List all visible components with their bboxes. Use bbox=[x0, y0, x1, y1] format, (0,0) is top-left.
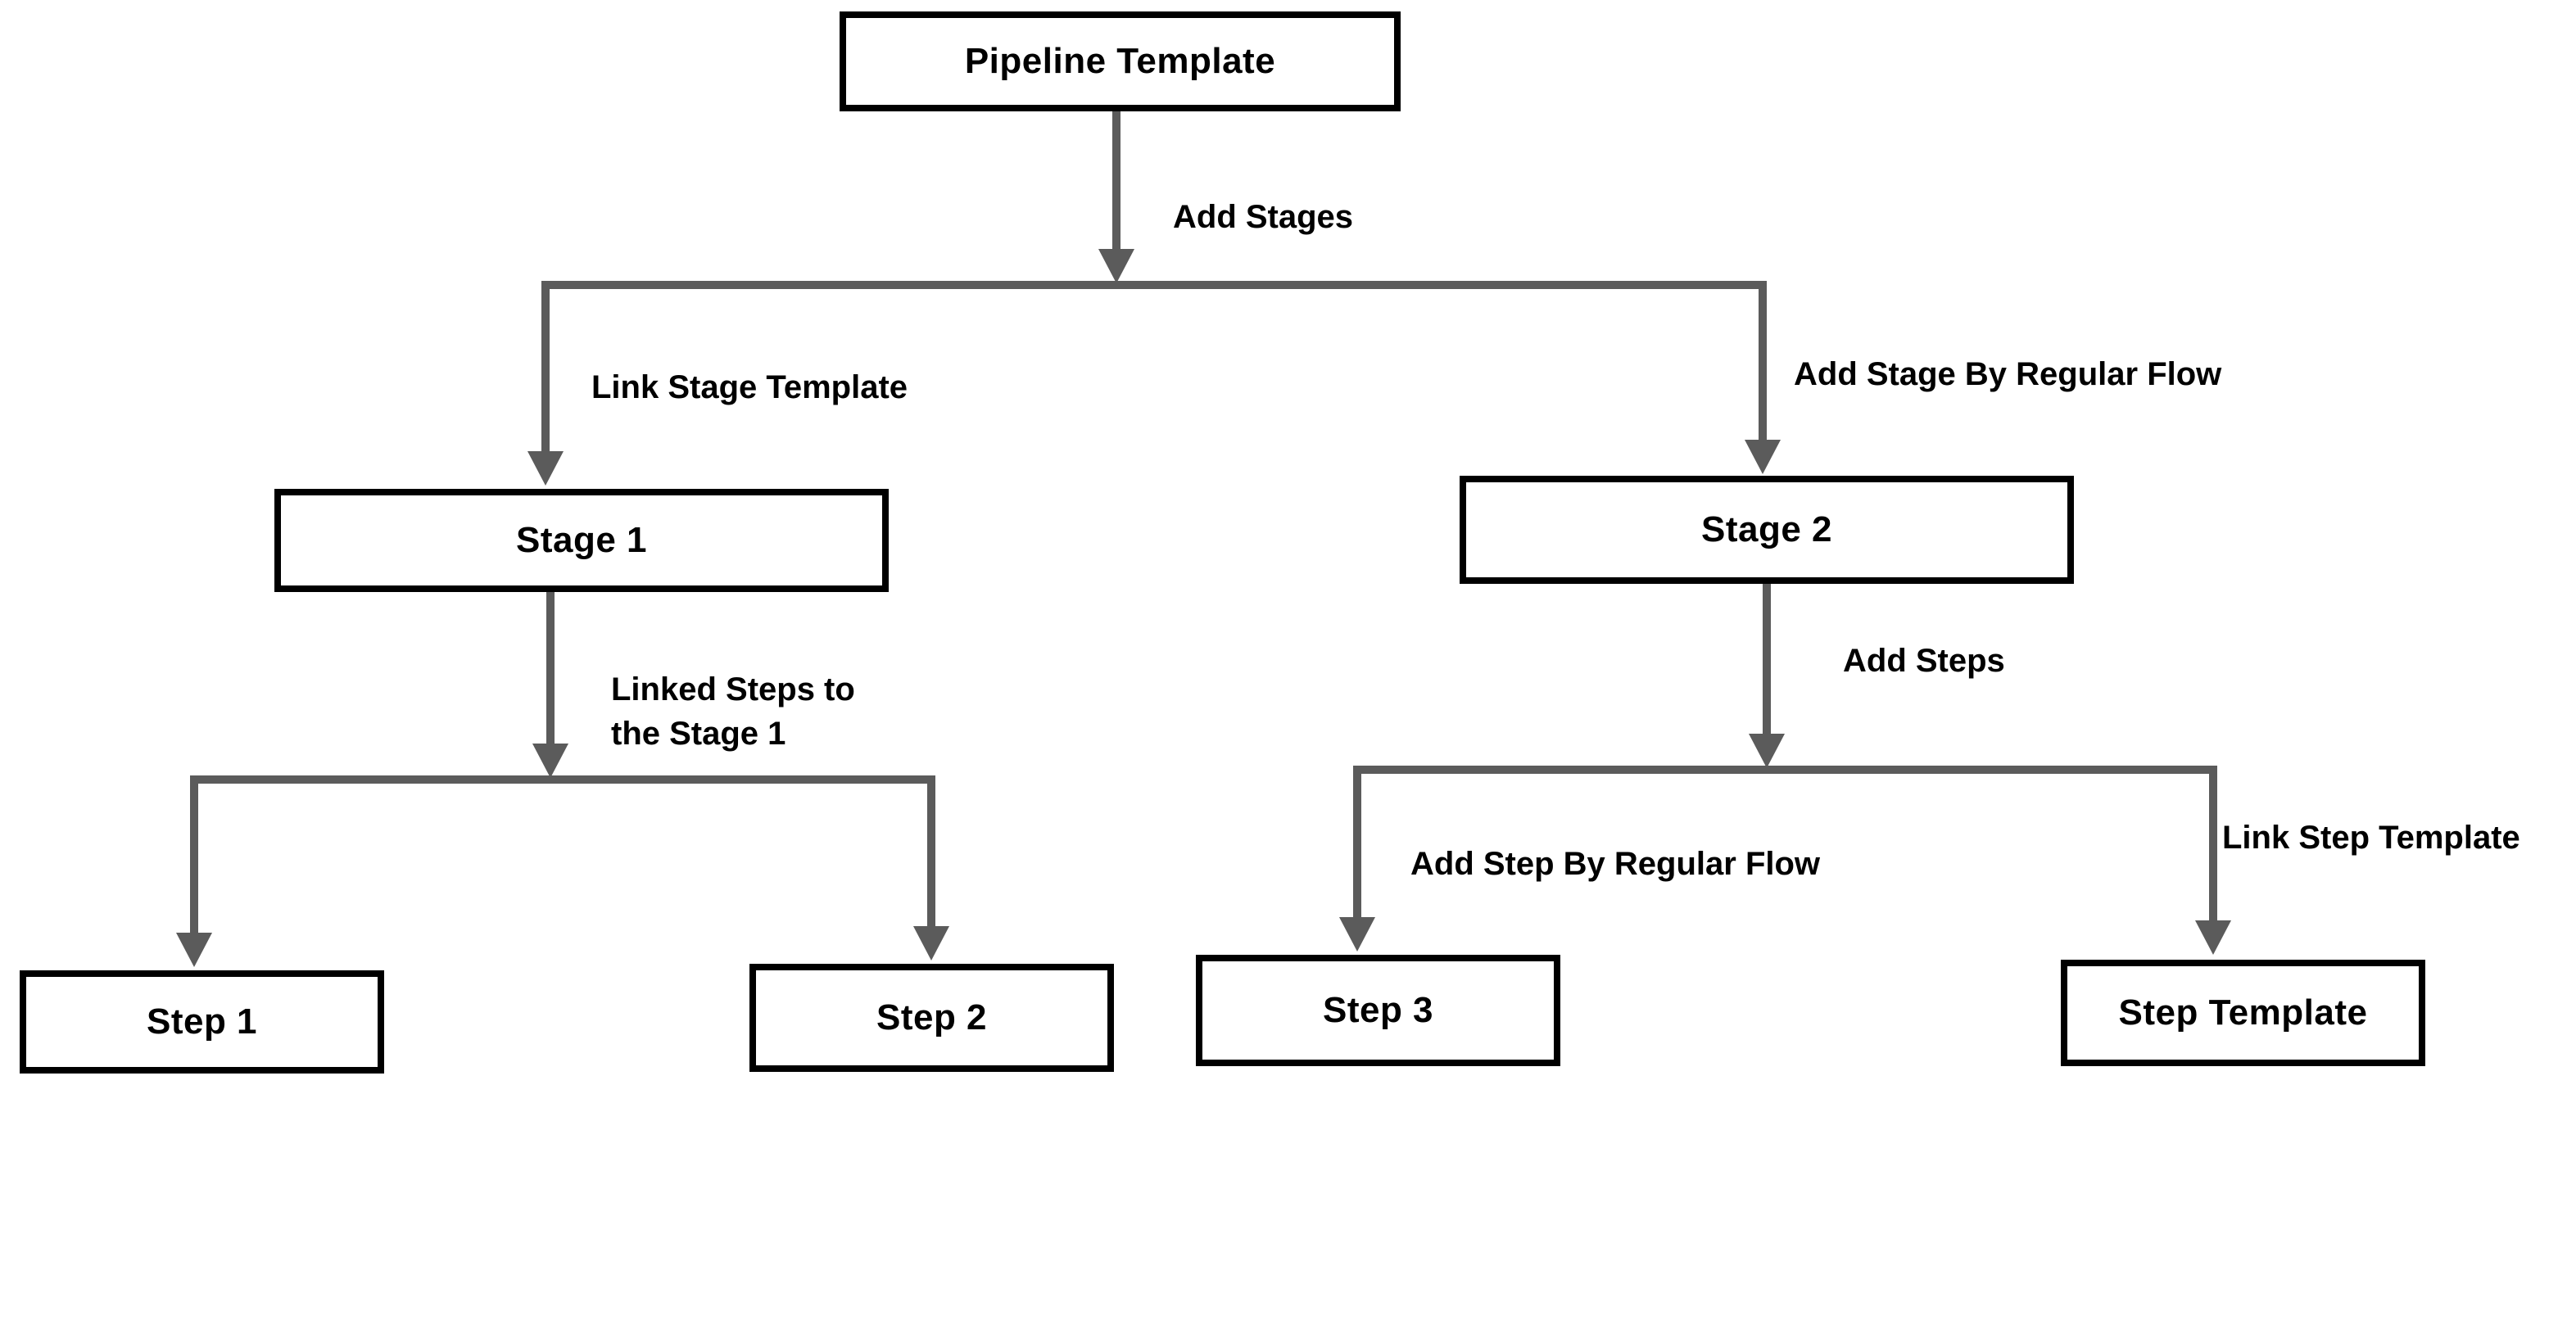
edge-split-to-step-1-arrowhead-icon bbox=[176, 933, 212, 967]
edge-stage-2-to-steps-arrowhead-icon bbox=[1749, 734, 1785, 768]
edge-split-to-step-2-line bbox=[927, 775, 935, 928]
node-step-template: Step Template bbox=[2061, 960, 2425, 1066]
edge-split-to-stage-1-line bbox=[541, 281, 550, 453]
node-step-1: Step 1 bbox=[20, 970, 384, 1074]
edge-split-to-step-template-line bbox=[2209, 766, 2217, 922]
edge-stage-1-to-steps-arrowhead-icon bbox=[532, 744, 568, 778]
edge-pipeline-to-stages-arrowhead-icon bbox=[1098, 249, 1134, 283]
edge-stage-2-to-steps-line bbox=[1763, 584, 1771, 735]
edge-label-add-steps: Add Steps bbox=[1843, 643, 2005, 679]
edge-label-linked-steps-to-the-stage-1: Linked Steps to the Stage 1 bbox=[611, 671, 855, 752]
edge-split-to-step-2-arrowhead-icon bbox=[913, 926, 949, 961]
edge-split-to-stage-1-arrowhead-icon bbox=[527, 451, 564, 486]
edge-label-link-stage-template: Link Stage Template bbox=[591, 369, 908, 405]
edge-split-to-step-1-line bbox=[190, 775, 198, 934]
edge-label-add-stages: Add Stages bbox=[1173, 199, 1354, 235]
edge-stage-1-to-steps-line bbox=[546, 592, 555, 745]
edge-split-to-stage-2-line bbox=[1759, 281, 1767, 441]
edge-pipeline-to-stages-line bbox=[1112, 111, 1120, 251]
node-stage-2: Stage 2 bbox=[1460, 476, 2074, 584]
node-pipeline-template: Pipeline Template bbox=[840, 11, 1401, 111]
edge-split-to-step-3-line bbox=[1353, 766, 1361, 919]
node-step-3: Step 3 bbox=[1196, 955, 1560, 1066]
edge-label-link-step-template: Link Step Template bbox=[2222, 820, 2520, 856]
node-stage-1: Stage 1 bbox=[274, 489, 889, 592]
edge-label-add-step-by-regular-flow: Add Step By Regular Flow bbox=[1410, 846, 1821, 882]
edge-split-to-step-template-arrowhead-icon bbox=[2195, 920, 2231, 955]
edge-split-to-step-3-arrowhead-icon bbox=[1339, 917, 1375, 952]
edge-split-to-stage-2-arrowhead-icon bbox=[1745, 440, 1781, 474]
stage-2-steps-split-line bbox=[1353, 766, 2217, 774]
edge-label-add-stage-by-regular-flow: Add Stage By Regular Flow bbox=[1794, 356, 2222, 392]
stage-1-steps-split-line bbox=[190, 775, 935, 784]
node-step-2: Step 2 bbox=[749, 964, 1114, 1072]
stages-split-line bbox=[541, 281, 1767, 289]
